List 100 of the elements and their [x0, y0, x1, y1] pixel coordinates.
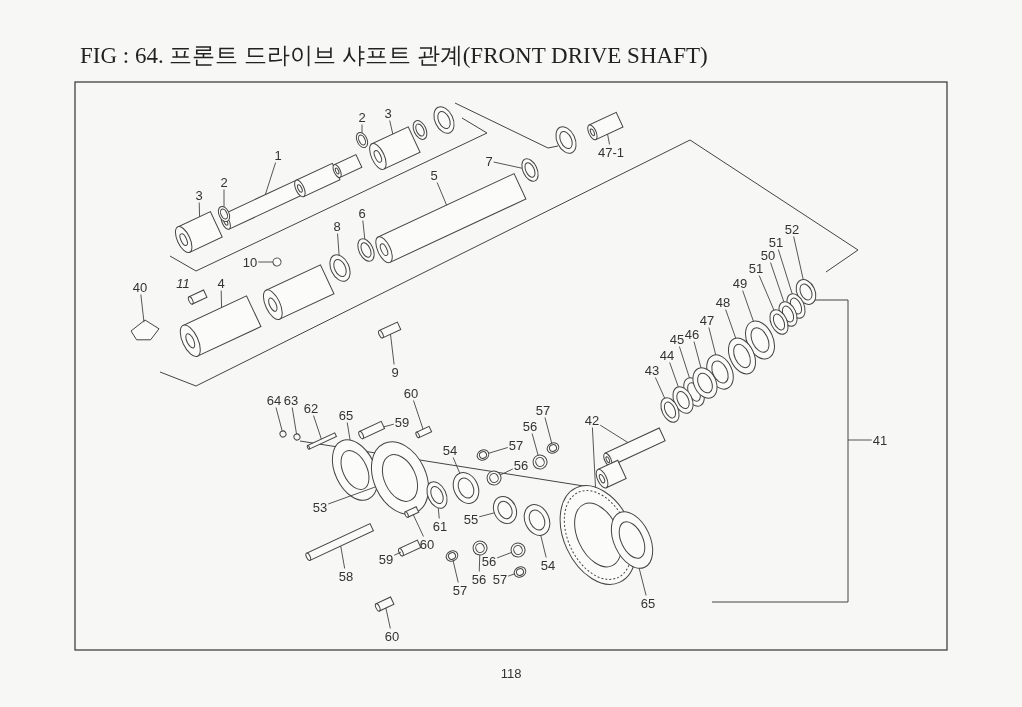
leader-line — [478, 512, 495, 518]
leader-line — [291, 407, 297, 435]
leader-line — [793, 236, 804, 281]
leader-line — [678, 346, 690, 379]
ring-part — [555, 126, 577, 154]
leader-line — [385, 607, 391, 629]
ring-part — [279, 430, 287, 438]
ring-part — [728, 337, 756, 375]
callout-number: 54 — [540, 558, 556, 572]
callout-number: 56 — [471, 572, 487, 586]
callout-number: 56 — [481, 554, 497, 568]
callout-number: 62 — [303, 401, 319, 415]
cylinder-part — [374, 596, 395, 612]
leader-line — [220, 290, 222, 308]
leader-line — [361, 124, 363, 134]
callout-number: 57 — [492, 572, 508, 586]
callout-number: 7 — [485, 154, 493, 168]
leader-line — [340, 545, 346, 569]
leader-line — [257, 261, 274, 263]
cylinder-part — [398, 539, 422, 557]
leader-line — [275, 407, 283, 432]
page-number: 118 — [500, 665, 522, 681]
leader-line — [654, 377, 666, 399]
ring-part — [660, 397, 680, 423]
leader-line — [412, 514, 424, 537]
cylinder-part — [187, 289, 208, 305]
ring-part — [472, 540, 488, 556]
callout-number: 64 — [266, 393, 282, 407]
ring-part — [371, 441, 429, 515]
ring-part — [546, 442, 560, 454]
callout-number: 4 — [217, 276, 225, 290]
leader-line — [496, 552, 512, 559]
ring-part — [452, 472, 480, 504]
callout-number: 56 — [522, 419, 538, 433]
callout-number: 2 — [220, 175, 228, 189]
callout-number: 3 — [384, 106, 392, 120]
callout-number: 45 — [669, 332, 685, 346]
leader-line — [540, 534, 547, 558]
ring-part — [217, 205, 231, 223]
leader-line — [669, 362, 679, 388]
leader-line — [493, 161, 523, 169]
leader-line — [607, 133, 610, 145]
leader-line — [223, 189, 225, 208]
cylinder-part — [306, 432, 337, 450]
callout-number: 50 — [760, 248, 776, 262]
leader-line — [264, 162, 277, 196]
leader-line — [327, 486, 376, 505]
callout-number: 48 — [715, 295, 731, 309]
callout-number: 1 — [274, 148, 282, 162]
leader-line — [198, 202, 201, 218]
leader-line — [140, 294, 145, 323]
leader-line — [452, 457, 461, 474]
callout-number: 54 — [442, 443, 458, 457]
leader-line — [478, 554, 481, 572]
ring-part — [769, 309, 789, 335]
cylinder-part — [378, 321, 402, 339]
ring-part — [476, 449, 490, 461]
leader-line — [313, 415, 322, 440]
callout-number: 52 — [784, 222, 800, 236]
callout-number: 51 — [748, 261, 764, 275]
leader-line — [531, 433, 539, 456]
ring-part — [492, 496, 518, 524]
leader-line — [847, 439, 873, 441]
callout-number: 42 — [584, 413, 600, 427]
callout-number: 47 — [699, 313, 715, 327]
callout-number: 53 — [312, 500, 328, 514]
callout-number: 47-1 — [598, 145, 624, 159]
leader-line — [777, 249, 793, 295]
leader-line — [725, 309, 737, 339]
callout-number: 65 — [640, 596, 656, 610]
ring-part — [355, 131, 369, 149]
callout-number: 57 — [535, 403, 551, 417]
ring-part — [357, 238, 375, 262]
callout-number: 10 — [242, 255, 258, 269]
callout-number: 63 — [283, 393, 299, 407]
ring-part — [486, 470, 502, 486]
callout-number: 55 — [463, 512, 479, 526]
callout-number: 59 — [394, 415, 410, 429]
leader-line — [346, 422, 351, 441]
leader-line — [390, 333, 395, 365]
leader-line — [507, 573, 515, 577]
block-part — [595, 459, 627, 489]
ring-part — [272, 257, 282, 267]
callout-number: 11 — [176, 275, 190, 291]
leader-line — [499, 468, 514, 476]
callout-number: 51 — [768, 235, 784, 249]
cylinder-part — [369, 126, 421, 170]
ring-part — [510, 542, 526, 558]
leader-line — [638, 567, 647, 596]
ring-part — [513, 566, 527, 578]
ring-part — [692, 367, 718, 399]
ring-part — [521, 158, 539, 182]
bracket-part — [130, 319, 160, 341]
callout-number: 9 — [391, 365, 399, 379]
ring-part — [523, 504, 551, 536]
callout-number: 56 — [513, 458, 529, 472]
callout-number: 44 — [659, 348, 675, 362]
leader-line — [436, 182, 448, 206]
leader-line — [599, 424, 629, 443]
callout-number: 60 — [384, 629, 400, 643]
